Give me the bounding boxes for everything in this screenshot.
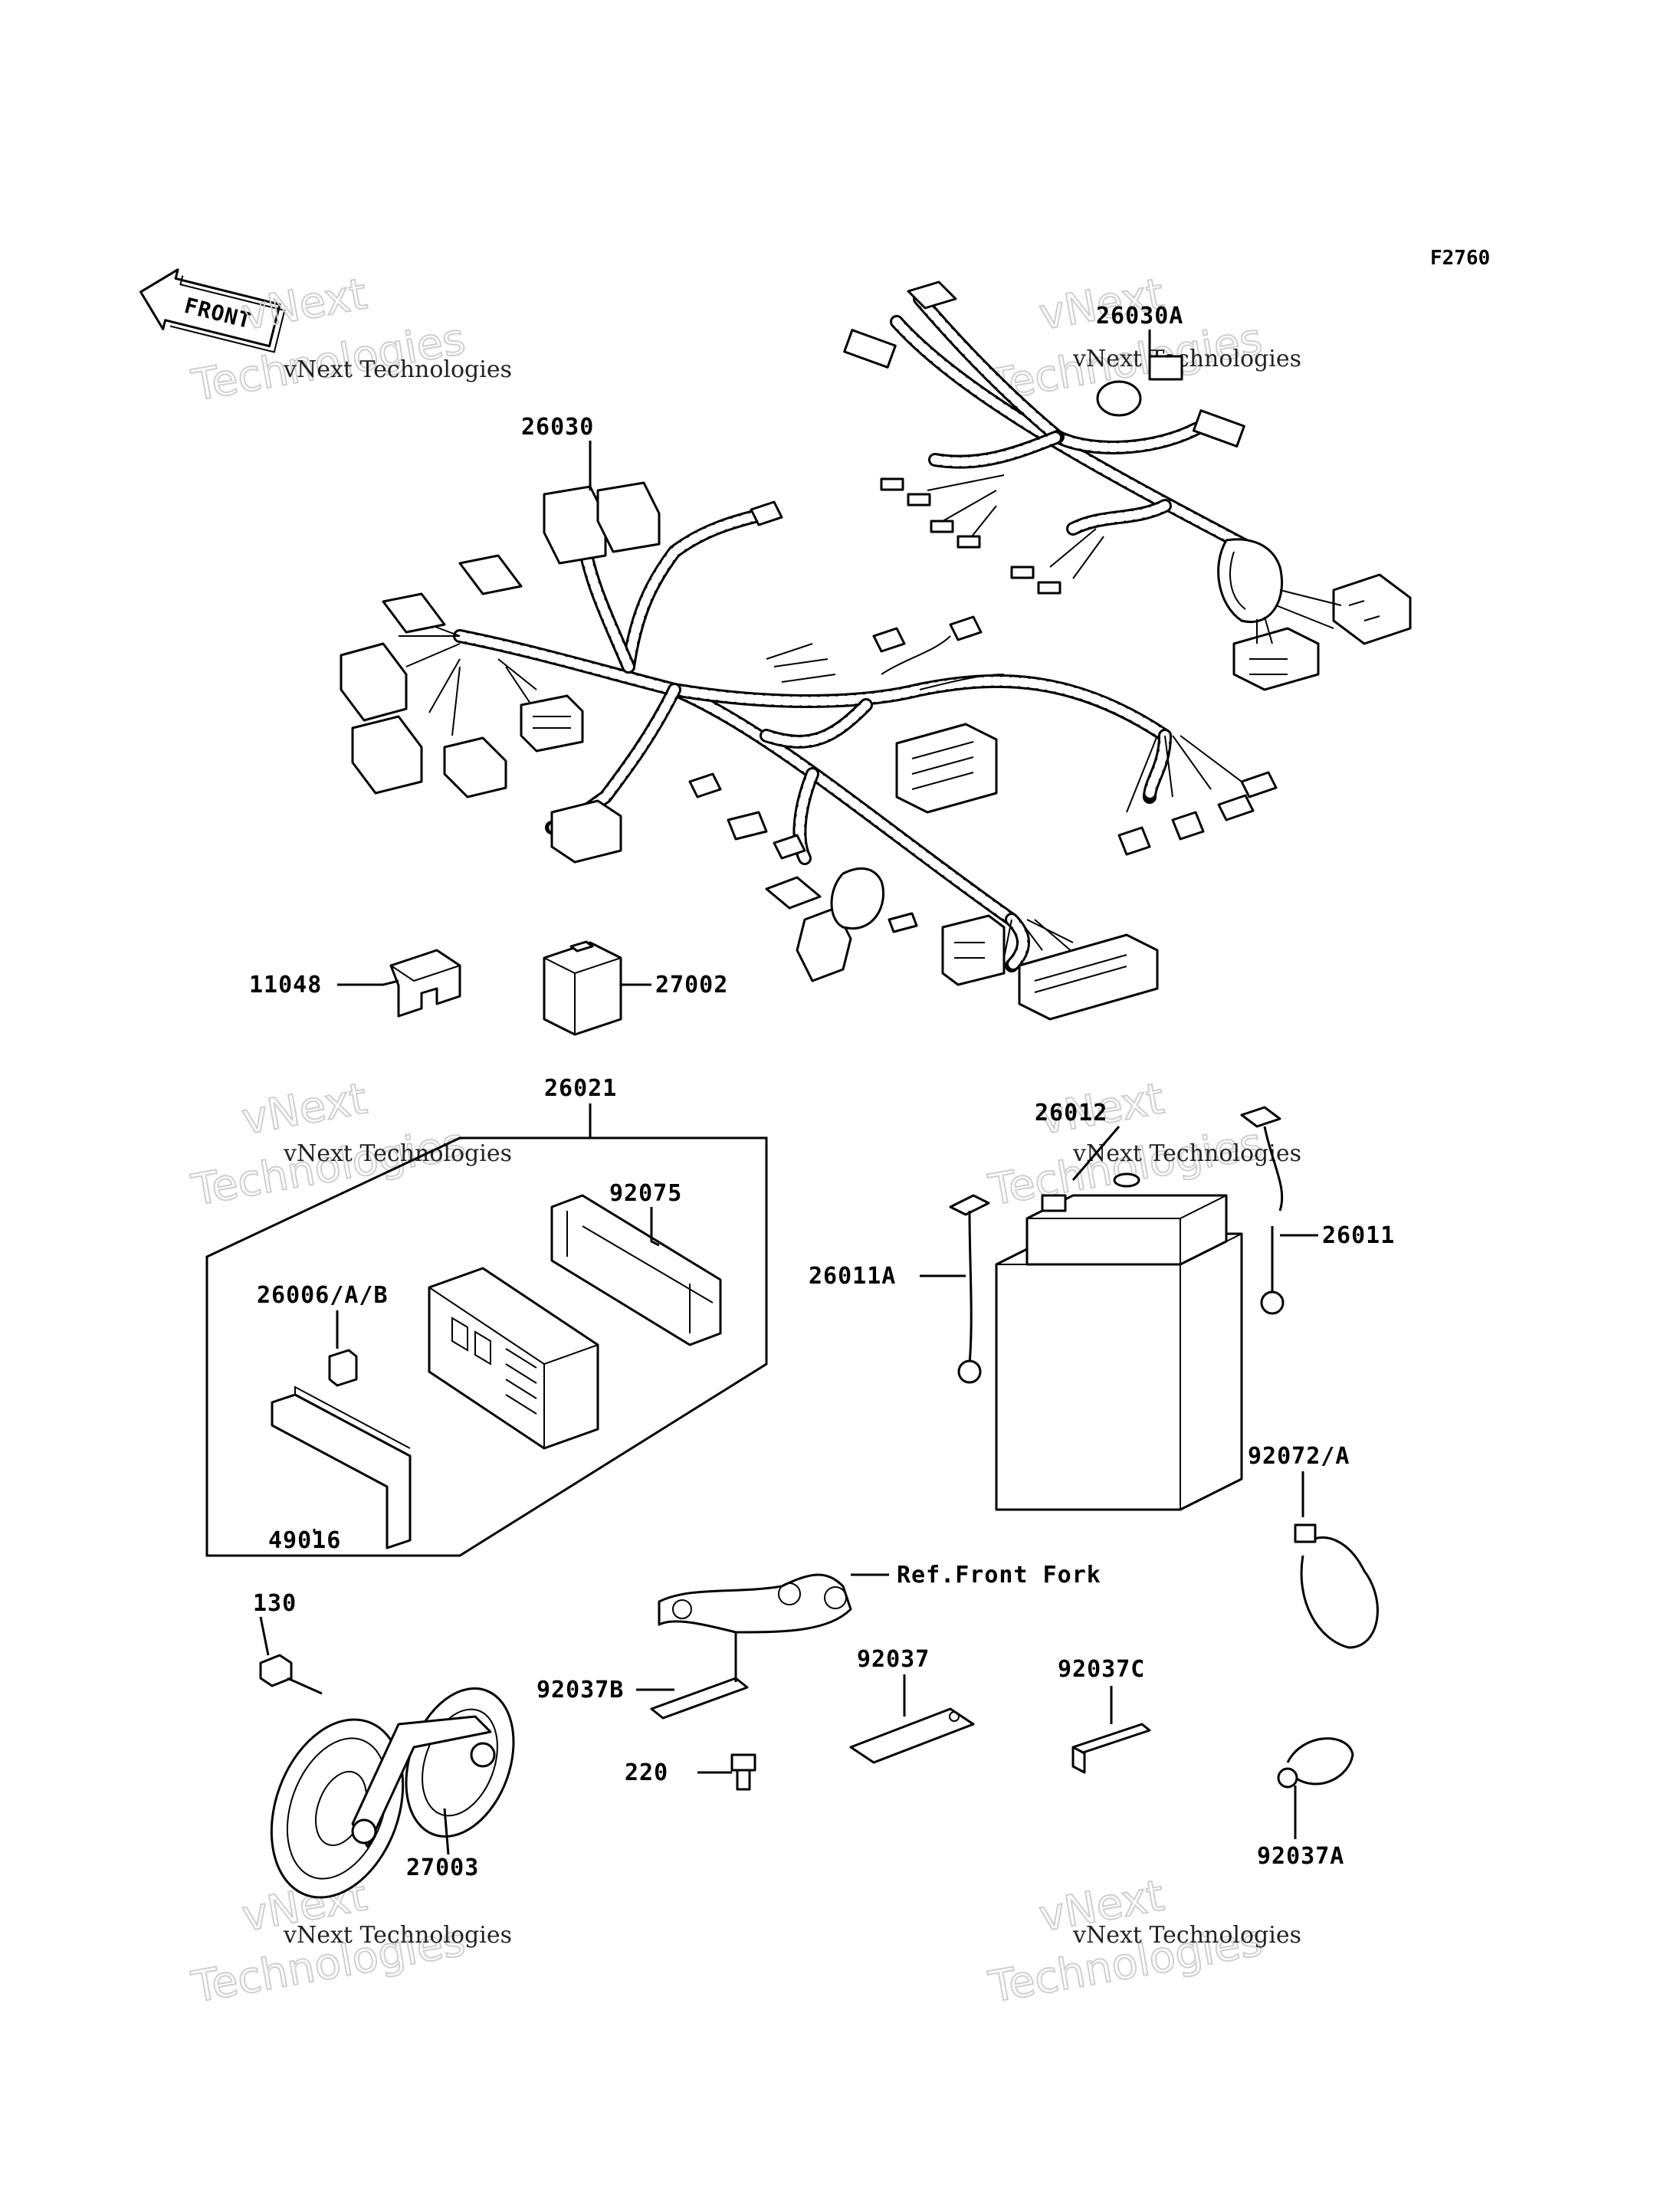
cover-92075[interactable]	[550, 1194, 722, 1346]
label-130[interactable]: 130	[253, 1590, 297, 1617]
main-harness-26030[interactable]	[340, 481, 1278, 1021]
label-92037C[interactable]: 92037C	[1058, 1656, 1145, 1683]
fork-bracket[interactable]	[658, 1573, 852, 1634]
label-27002[interactable]: 27002	[655, 972, 728, 998]
svg-text:vNext: vNext	[238, 269, 370, 339]
svg-text:vNext Technologies: vNext Technologies	[1072, 1922, 1301, 1949]
svg-text:vNext Technologies: vNext Technologies	[283, 1140, 512, 1167]
battery-cable-26011[interactable]	[1240, 1106, 1285, 1315]
label-11048[interactable]: 11048	[249, 972, 322, 998]
svg-text:vNext: vNext	[238, 1074, 370, 1144]
clamp-92037A[interactable]	[1277, 1737, 1354, 1789]
label-26011[interactable]: 26011	[1322, 1222, 1395, 1249]
label-92037B[interactable]: 92037B	[536, 1677, 624, 1703]
label-26006AB[interactable]: 26006/A/B	[257, 1282, 389, 1309]
clamp-92037[interactable]	[849, 1707, 975, 1764]
label-27003[interactable]: 27003	[406, 1854, 479, 1881]
sub-harness-26030A[interactable]	[843, 280, 1412, 691]
clamp-92037B[interactable]	[650, 1632, 749, 1720]
leader-lines	[259, 330, 1318, 1855]
svg-text:vNext Technologies: vNext Technologies	[1072, 346, 1301, 372]
label-220[interactable]: 220	[625, 1759, 668, 1786]
label-26012[interactable]: 26012	[1035, 1100, 1107, 1126]
label-26021[interactable]: 26021	[544, 1075, 617, 1102]
front-direction-arrow: FRONT	[139, 268, 286, 353]
svg-text:Technologies: Technologies	[188, 1119, 469, 1216]
fuse-26006[interactable]	[328, 1349, 358, 1387]
label-92037[interactable]: 92037	[857, 1646, 930, 1673]
horn-27003[interactable]	[248, 1674, 533, 1916]
label-92037A[interactable]: 92037A	[1257, 1843, 1344, 1870]
bracket-11048[interactable]	[389, 949, 461, 1018]
label-92075[interactable]: 92075	[609, 1180, 682, 1207]
label-26030[interactable]: 26030	[521, 414, 594, 441]
svg-text:vNext Technologies: vNext Technologies	[283, 1922, 512, 1949]
screw-220[interactable]	[730, 1753, 756, 1791]
relay-27002[interactable]	[543, 940, 622, 1036]
battery-26012[interactable]	[995, 1172, 1243, 1511]
svg-text:vNext Technologies: vNext Technologies	[283, 356, 512, 383]
bolt-130[interactable]	[259, 1654, 323, 1695]
svg-text:vNext Technologies: vNext Technologies	[1072, 1140, 1301, 1167]
label-ref-front-fork[interactable]: Ref.Front Fork	[897, 1562, 1101, 1589]
label-92072A[interactable]: 92072/A	[1248, 1443, 1350, 1470]
label-26030A[interactable]: 26030A	[1096, 303, 1183, 330]
label-49016[interactable]: 49016	[268, 1527, 341, 1554]
battery-cable-26011A[interactable]	[949, 1194, 990, 1384]
kit-outline-26021	[205, 1136, 768, 1557]
label-26011A[interactable]: 26011A	[809, 1263, 896, 1290]
band-92072A[interactable]	[1294, 1523, 1379, 1649]
clamp-92037C[interactable]	[1071, 1723, 1151, 1774]
bracket-49016[interactable]	[271, 1385, 412, 1549]
junction-box[interactable]	[428, 1267, 599, 1450]
part-labels: 26030A 26030 11048 27002 26021 92075 260…	[249, 303, 1395, 1881]
figure-code: F2760	[1430, 247, 1490, 270]
